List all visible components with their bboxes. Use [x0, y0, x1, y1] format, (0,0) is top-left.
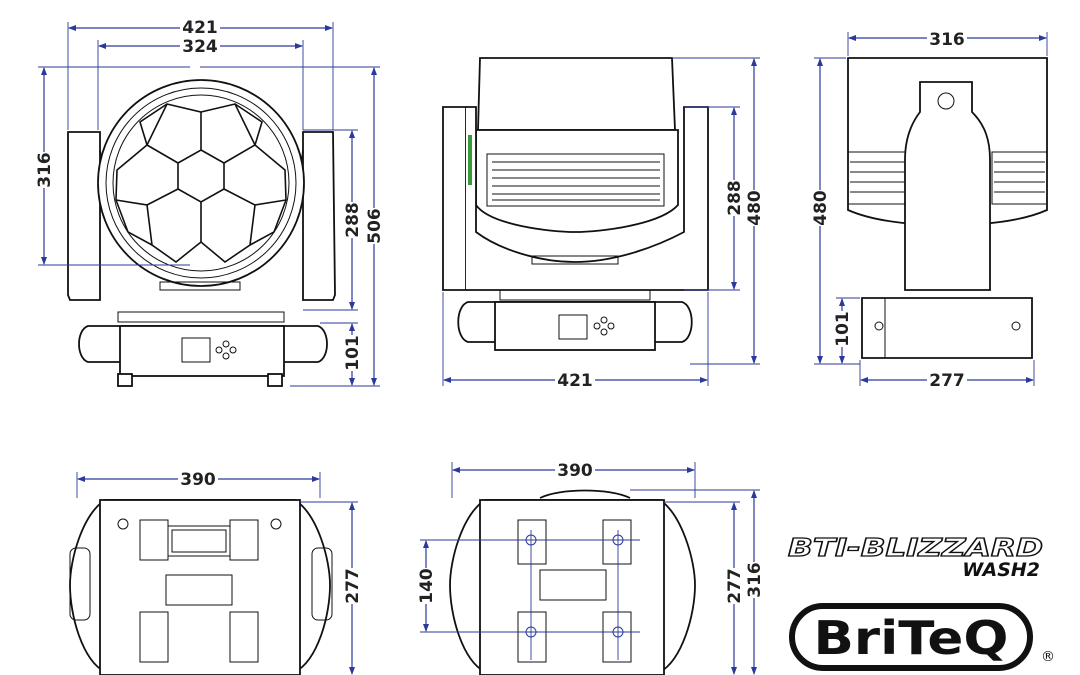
brand-block: BTI-BLIZZARD WASH2 BriTeQ ® — [787, 532, 1055, 671]
dim-front-arm-height: 288 — [343, 202, 363, 238]
logo-badge — [789, 603, 1033, 671]
front-view: 421 324 316 288 506 101 — [34, 16, 385, 387]
model-variant: WASH2 — [962, 559, 1040, 581]
registered-mark: ® — [1041, 649, 1055, 665]
dim-rear-base-height: 101 — [833, 311, 853, 347]
dim-rear-base-width: 277 — [929, 371, 965, 391]
rear-view: 316 480 101 277 — [810, 28, 1048, 391]
dim-bottom2-width: 390 — [557, 461, 593, 481]
dim-front-lens-width: 324 — [182, 37, 218, 57]
dim-side-width: 421 — [557, 371, 593, 391]
dim-front-total-height: 506 — [365, 208, 385, 244]
dim-bottom1-depth: 277 — [343, 568, 363, 604]
dim-rear-width: 316 — [929, 30, 965, 50]
bottom-view-2: 390 140 277 316 — [416, 459, 765, 675]
dim-bottom1-width: 390 — [180, 470, 216, 490]
dim-bottom2-total-depth: 316 — [745, 562, 765, 598]
lens-array — [115, 103, 287, 264]
dim-front-base-height: 101 — [343, 335, 363, 371]
dim-bottom2-spacing: 140 — [417, 568, 437, 604]
dim-front-width: 421 — [182, 18, 218, 38]
side-view: 288 480 421 — [442, 57, 765, 391]
logo-text: BriTeQ — [814, 611, 1009, 665]
bottom-view-1: 390 277 — [69, 468, 363, 675]
dim-side-total-height: 480 — [745, 190, 765, 226]
dim-side-arm-height: 288 — [725, 180, 745, 216]
dim-rear-total-height: 480 — [811, 190, 831, 226]
dim-bottom2-depth: 277 — [725, 568, 745, 604]
model-name: BTI-BLIZZARD — [788, 533, 1043, 562]
dim-front-head-height: 316 — [35, 152, 55, 188]
